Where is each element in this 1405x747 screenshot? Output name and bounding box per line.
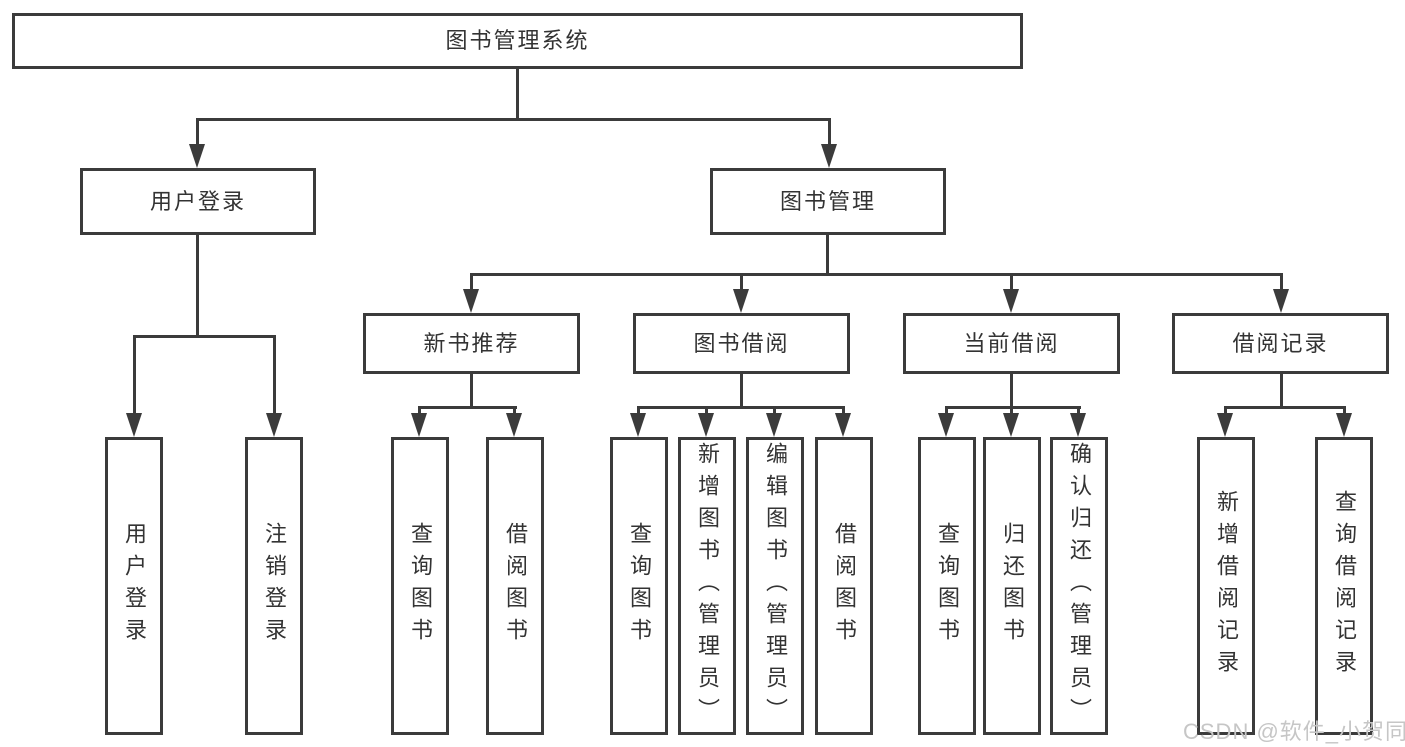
connector-drop-book-mgmt (828, 118, 831, 150)
connector-drop-book-borrow (740, 273, 743, 293)
leaf-confirm-return: 确认归还（管理员） (1050, 437, 1108, 735)
connector-drop-add-book (705, 406, 708, 418)
arrow-down-icon (1003, 413, 1019, 437)
arrow-down-icon (126, 413, 142, 437)
connector-drop-leaf-user-login (133, 335, 136, 417)
node-borrow-record-label: 借阅记录 (1232, 330, 1329, 356)
arrow-down-icon (1003, 289, 1019, 313)
leaf-query-book-1: 查询图书 (391, 437, 449, 735)
connector-drop-query-book-2 (637, 406, 640, 418)
node-new-book-rec-label: 新书推荐 (423, 330, 520, 356)
leaf-add-book: 新增图书（管理员） (678, 437, 736, 735)
connector-drop-return-book (1010, 406, 1013, 418)
connector-drop-query-record (1343, 406, 1346, 418)
arrow-down-icon (733, 289, 749, 313)
arrow-down-icon (698, 413, 714, 437)
node-borrow-record: 借阅记录 (1172, 313, 1389, 374)
connector-drop-user-login (196, 118, 199, 150)
leaf-user-login: 用户登录 (105, 437, 163, 735)
arrow-down-icon (938, 413, 954, 437)
connector-drop-query-book-1 (418, 406, 421, 418)
connector-current-borrow-rail (945, 406, 1081, 409)
leaf-query-book-2: 查询图书 (610, 437, 668, 735)
arrow-down-icon (821, 144, 837, 168)
arrow-down-icon (835, 413, 851, 437)
connector-new-book-rec-stem (470, 373, 473, 409)
leaf-borrow-book-1-label: 借阅图书 (503, 522, 528, 650)
node-current-borrow-label: 当前借阅 (963, 330, 1060, 356)
leaf-borrow-book-1: 借阅图书 (486, 437, 544, 735)
leaf-add-record-label: 新增借阅记录 (1214, 490, 1239, 682)
connector-drop-query-book-3 (945, 406, 948, 418)
connector-user-login-stem (196, 235, 199, 338)
leaf-user-login-label: 用户登录 (122, 522, 147, 650)
leaf-return-book-label: 归还图书 (1000, 522, 1025, 650)
node-book-borrow-label: 图书借阅 (693, 330, 790, 356)
leaf-edit-book-label: 编辑图书（管理员） (763, 442, 788, 730)
connector-drop-confirm-return (1077, 406, 1080, 418)
leaf-query-book-2-label: 查询图书 (627, 522, 652, 650)
arrow-down-icon (1273, 289, 1289, 313)
leaf-logout: 注销登录 (245, 437, 303, 735)
arrow-down-icon (411, 413, 427, 437)
arrow-down-icon (766, 413, 782, 437)
connector-book-borrow-stem (740, 373, 743, 409)
arrow-down-icon (1217, 413, 1233, 437)
node-book-mgmt: 图书管理 (710, 168, 946, 235)
connector-drop-borrow-book-1 (513, 406, 516, 418)
leaf-borrow-book-2-label: 借阅图书 (832, 522, 857, 650)
arrow-down-icon (189, 144, 205, 168)
leaf-return-book: 归还图书 (983, 437, 1041, 735)
connector-book-mgmt-stem (826, 235, 829, 276)
connector-borrow-record-stem (1280, 373, 1283, 409)
arrow-down-icon (1336, 413, 1352, 437)
leaf-edit-book: 编辑图书（管理员） (746, 437, 804, 735)
node-book-mgmt-label: 图书管理 (779, 188, 876, 214)
node-root-label: 图书管理系统 (445, 28, 590, 53)
leaf-query-book-3: 查询图书 (918, 437, 976, 735)
connector-current-borrow-stem (1010, 373, 1013, 409)
connector-drop-leaf-logout (273, 335, 276, 417)
connector-drop-borrow-book-2 (842, 406, 845, 418)
node-user-login: 用户登录 (80, 168, 316, 235)
node-book-borrow: 图书借阅 (633, 313, 850, 374)
leaf-query-record: 查询借阅记录 (1315, 437, 1373, 735)
leaf-logout-label: 注销登录 (262, 522, 287, 650)
leaf-query-book-1-label: 查询图书 (408, 522, 433, 650)
node-root: 图书管理系统 (12, 13, 1023, 69)
connector-user-login-rail (133, 335, 276, 338)
connector-new-book-rec-rail (418, 406, 517, 409)
node-current-borrow: 当前借阅 (903, 313, 1120, 374)
connector-root-stem (516, 68, 519, 120)
leaf-confirm-return-label: 确认归还（管理员） (1067, 442, 1092, 730)
leaf-add-record: 新增借阅记录 (1197, 437, 1255, 735)
node-user-login-label: 用户登录 (149, 188, 246, 214)
arrow-down-icon (630, 413, 646, 437)
connector-drop-borrow-record (1280, 273, 1283, 293)
arrow-down-icon (463, 289, 479, 313)
connector-drop-add-record (1224, 406, 1227, 418)
arrow-down-icon (266, 413, 282, 437)
watermark: CSDN @软件_小贺同学 (1183, 719, 1405, 744)
node-new-book-rec: 新书推荐 (363, 313, 580, 374)
connector-drop-current-borrow (1010, 273, 1013, 293)
connector-borrow-record-rail (1224, 406, 1346, 409)
leaf-query-book-3-label: 查询图书 (935, 522, 960, 650)
connector-drop-new-book-rec (470, 273, 473, 293)
connector-book-borrow-rail (637, 406, 845, 409)
arrow-down-icon (506, 413, 522, 437)
connector-book-mgmt-rail (470, 273, 1282, 276)
arrow-down-icon (1070, 413, 1086, 437)
leaf-borrow-book-2: 借阅图书 (815, 437, 873, 735)
leaf-add-book-label: 新增图书（管理员） (695, 442, 720, 730)
leaf-query-record-label: 查询借阅记录 (1332, 490, 1357, 682)
connector-drop-edit-book (773, 406, 776, 418)
connector-root-rail (196, 118, 831, 121)
